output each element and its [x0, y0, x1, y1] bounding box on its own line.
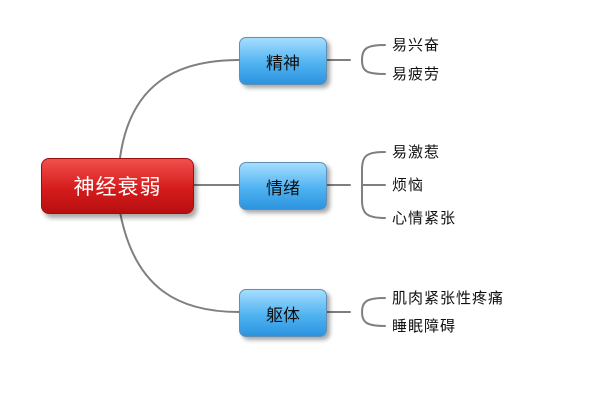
connector-root-to-quti: [119, 211, 240, 313]
leaf-fannao: 烦恼: [392, 176, 425, 194]
leaf-jirou: 肌肉紧张性疼痛: [392, 289, 505, 307]
leaf-yixingfen: 易兴奋: [392, 36, 441, 54]
branch-label: 情绪: [266, 178, 300, 199]
leaf-yipilao: 易疲劳: [392, 65, 441, 83]
leaf-shuimian: 睡眠障碍: [392, 317, 457, 335]
branch-node-jingshen: 精神: [239, 37, 327, 85]
leaf-yijire: 易激惹: [392, 143, 441, 161]
root-label: 神经衰弱: [73, 175, 162, 199]
connector-jingshen-bracket: [324, 44, 386, 75]
connector-qingxu-bracket: [324, 151, 386, 219]
connector-quti-bracket: [324, 297, 386, 327]
branch-node-quti: 躯体: [239, 289, 327, 337]
root-node: 神经衰弱: [41, 158, 194, 214]
branch-label: 躯体: [266, 305, 300, 326]
leaf-xinqingjinzhang: 心情紧张: [392, 209, 457, 227]
branch-node-qingxu: 情绪: [239, 162, 327, 210]
branch-label: 精神: [266, 53, 300, 74]
connector-root-to-jingshen: [119, 59, 240, 159]
